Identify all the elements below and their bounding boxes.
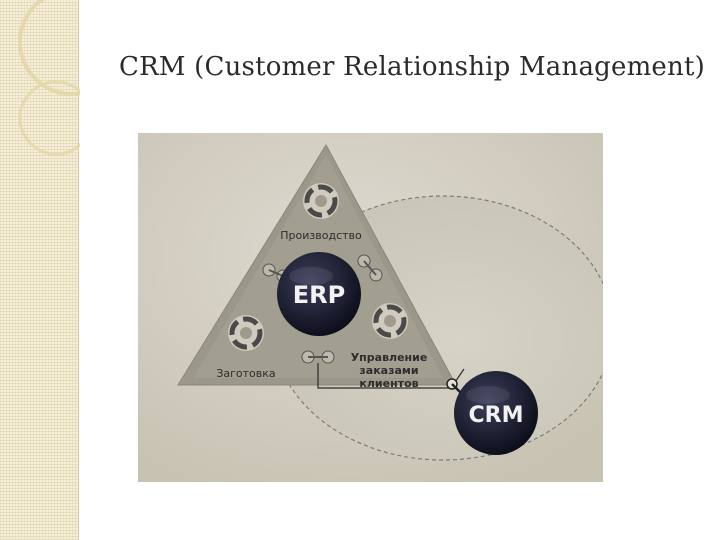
erp-crm-diagram: ERP CRM Производство Заготовка Управлени… <box>138 133 603 482</box>
erp-label: ERP <box>293 281 345 309</box>
procurement-cycle-icon <box>228 315 264 351</box>
production-label: Производство <box>280 229 362 242</box>
order-mgmt-label-line2: заказами <box>359 364 418 377</box>
order-mgmt-label-line1: Управление <box>351 351 428 364</box>
procurement-label: Заготовка <box>216 367 275 380</box>
slide-title: CRM (Customer Relationship Management) <box>119 52 705 82</box>
erp-crm-diagram-photo: ERP CRM Производство Заготовка Управлени… <box>138 133 603 482</box>
production-cycle-icon <box>303 183 339 219</box>
decorative-swirl-icon <box>0 0 80 200</box>
crm-label: CRM <box>469 403 524 428</box>
order-mgmt-label-line3: клиентов <box>359 377 418 390</box>
order-mgmt-cycle-icon <box>372 303 408 339</box>
